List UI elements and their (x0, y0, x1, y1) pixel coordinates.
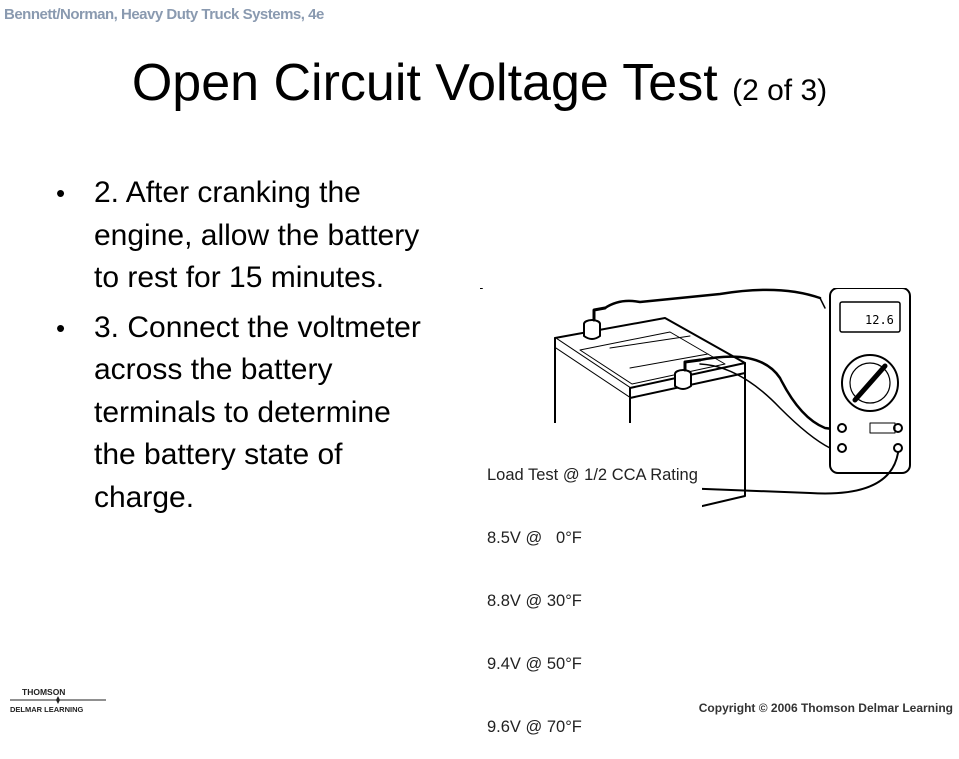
star-icon (56, 696, 60, 704)
load-test-row: 8.8V @ 30°F (487, 592, 582, 610)
load-test-table: Load Test @ 1/2 CCA Rating 8.5V @ 0°F 8.… (487, 423, 702, 759)
thomson-delmar-logo: THOMSON DELMAR LEARNING (10, 687, 106, 714)
positive-terminal (583, 306, 607, 340)
negative-terminal (674, 358, 702, 390)
black-test-lead (699, 363, 831, 449)
load-test-row: 9.6V @ 70°F (487, 718, 582, 736)
bullet-marker: • (56, 178, 66, 208)
red-test-lead-return (698, 355, 842, 432)
book-header-tag: Bennett/Norman, Heavy Duty Truck Systems… (4, 6, 324, 23)
bullet-text: 3. Connect the voltmeter across the batt… (94, 310, 421, 514)
bullet-item: • 3. Connect the voltmeter across the ba… (56, 307, 436, 520)
red-test-lead (603, 288, 822, 310)
bullet-text: 2. After cranking the engine, allow the … (94, 176, 420, 294)
logo-bottom-text: DELMAR LEARNING (10, 705, 83, 714)
bullet-list: • 2. After cranking the engine, allow th… (56, 172, 436, 526)
multimeter-drawing: 12.6 (829, 288, 911, 474)
slide-title-main: Open Circuit Voltage Test (131, 54, 718, 112)
meter-display-reading: 12.6 (865, 313, 894, 327)
slide-title-sub: (2 of 3) (732, 74, 828, 107)
slide-title: Open Circuit Voltage Test (2 of 3) (0, 52, 959, 122)
load-test-heading: Load Test @ 1/2 CCA Rating (487, 466, 698, 484)
load-test-row: 8.5V @ 0°F (487, 529, 582, 547)
bullet-item: • 2. After cranking the engine, allow th… (56, 172, 436, 300)
bullet-marker: • (56, 312, 66, 343)
logo-top-text: THOMSON (22, 687, 65, 697)
load-test-row: 9.4V @ 50°F (487, 655, 582, 673)
copyright-notice: Copyright © 2006 Thomson Delmar Learning (698, 701, 953, 715)
